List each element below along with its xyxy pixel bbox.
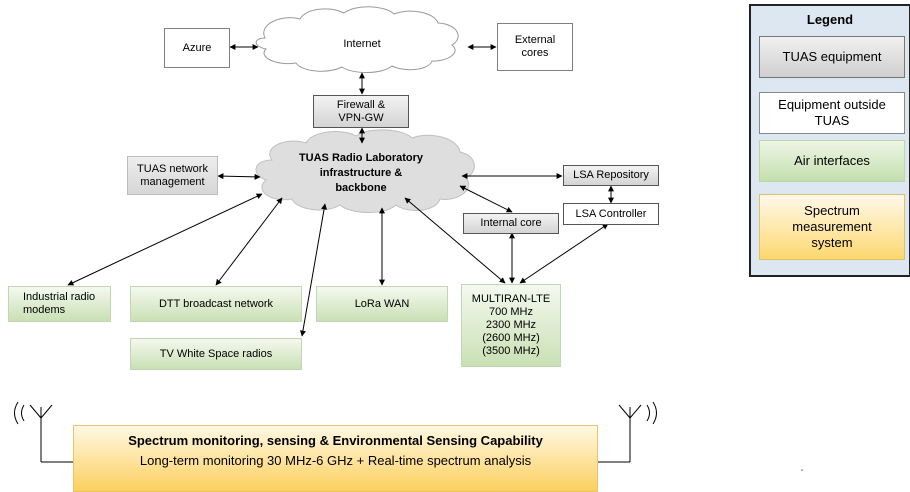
industrial-radio-modems-label: Industrial radio modems <box>23 291 96 316</box>
lsa-repository-label: LSA Repository <box>573 169 649 181</box>
legend-item-label: Equipment outside TUAS <box>778 97 886 128</box>
left-antenna-icon <box>14 401 73 463</box>
internal-core-box: Internal core <box>463 213 559 234</box>
external-cores-label: External cores <box>514 34 556 59</box>
stray-dot <box>801 469 803 471</box>
legend-panel: Legend TUAS equipment Equipment outside … <box>749 4 910 277</box>
multiran-band: (2600 MHz) <box>482 332 540 344</box>
lora-wan-label: LoRa WAN <box>354 297 410 310</box>
tuas-network-management-label: TUAS network management <box>137 162 208 188</box>
internet-cloud <box>255 6 459 73</box>
firewall-box: Firewall & VPN-GW <box>313 95 409 128</box>
lsa-controller-label: LSA Controller <box>575 207 647 220</box>
legend-item-label: Spectrum measurement system <box>792 203 872 250</box>
multiran-band: 700 MHz <box>488 306 534 318</box>
firewall-label: Firewall & VPN-GW <box>336 98 386 124</box>
azure-box: Azure <box>164 28 230 68</box>
spectrum-monitoring-subtitle: Long-term monitoring 30 MHz-6 GHz + Real… <box>139 453 532 468</box>
dtt-broadcast-network-label: DTT broadcast network <box>158 297 274 310</box>
dtt-broadcast-network-box: DTT broadcast network <box>130 286 302 322</box>
spectrum-monitoring-title: Spectrum monitoring, sensing & Environme… <box>128 433 543 448</box>
lsa-repository-box: LSA Repository <box>563 165 659 186</box>
internet-label: Internet <box>343 38 381 50</box>
legend-item-label: Air interfaces <box>794 153 870 168</box>
right-antenna-icon <box>598 401 657 463</box>
multiran-lte-title: MULTIRAN-LTE <box>471 293 551 305</box>
legend-item-equipment-outside-tuas: Equipment outside TUAS <box>759 92 905 134</box>
backbone-label: TUAS Radio Laboratory infrastructure & b… <box>298 152 424 194</box>
tv-white-space-label: TV White Space radios <box>159 347 273 360</box>
external-cores-box: External cores <box>497 23 573 71</box>
legend-item-tuas-equipment: TUAS equipment <box>759 36 905 78</box>
multiran-band: 2300 MHz <box>485 319 537 331</box>
multiran-lte-box: MULTIRAN-LTE 700 MHz 2300 MHz (2600 MHz)… <box>461 284 561 367</box>
internal-core-label: Internal core <box>480 217 542 229</box>
legend-item-spectrum-measurement-system: Spectrum measurement system <box>759 194 905 260</box>
azure-label: Azure <box>182 41 212 54</box>
multiran-band: (3500 MHz) <box>482 345 540 357</box>
lsa-controller-box: LSA Controller <box>563 203 659 225</box>
legend-item-label: TUAS equipment <box>782 49 882 64</box>
legend-title: Legend <box>806 12 854 27</box>
lora-wan-box: LoRa WAN <box>316 286 448 322</box>
tv-white-space-box: TV White Space radios <box>130 338 302 370</box>
industrial-radio-modems-box: Industrial radio modems <box>8 286 111 322</box>
tuas-network-management-box: TUAS network management <box>127 156 218 195</box>
legend-item-air-interfaces: Air interfaces <box>759 140 905 182</box>
spectrum-monitoring-box: Spectrum monitoring, sensing & Environme… <box>73 425 598 492</box>
